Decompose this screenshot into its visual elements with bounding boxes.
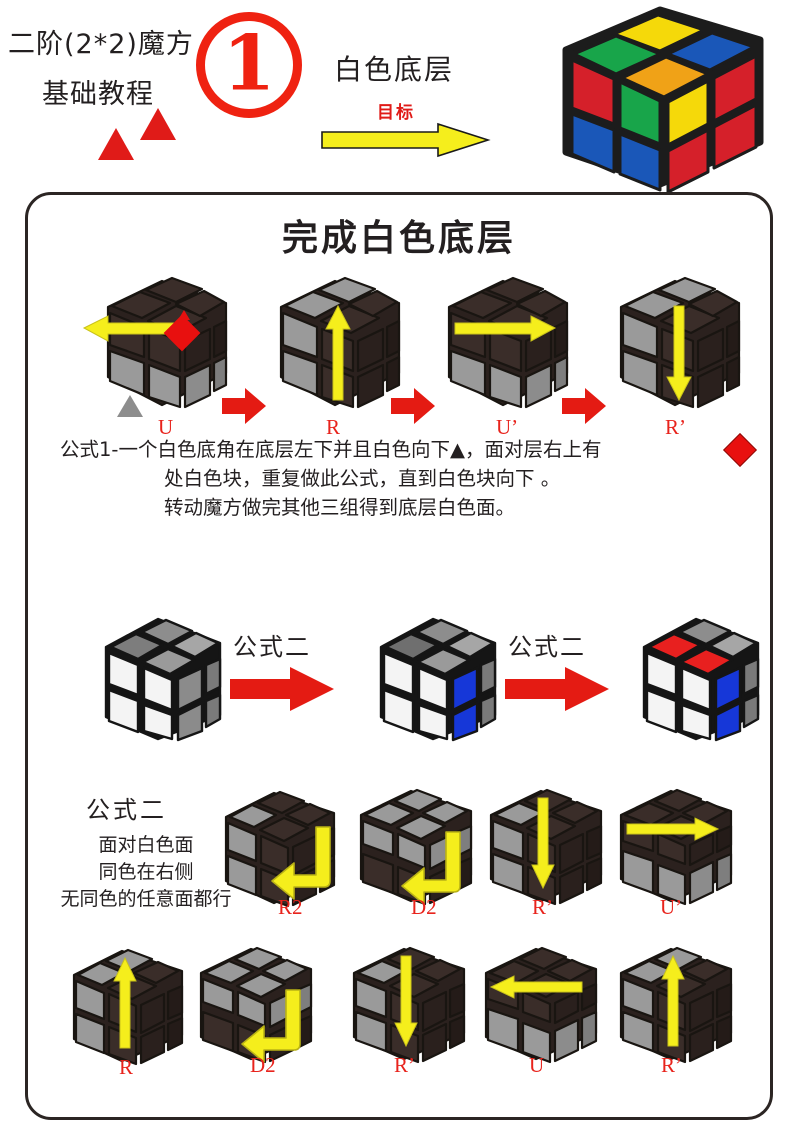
down-arrow-icon (394, 955, 418, 1048)
formula-2-title: 公式二 (86, 796, 167, 824)
formula-2-ref-label-2: 公式二 (508, 633, 586, 661)
up-arrow-icon (325, 304, 351, 401)
yellow-right-arrow-icon (321, 122, 491, 158)
move-label-r-prime-c: R’ (661, 1053, 682, 1077)
tutorial-title-line1: 二阶(2*2)魔方 (8, 29, 194, 60)
formula-2-line3: 无同色的任意面都行 (60, 888, 232, 910)
formula-1-line1: 公式1-一个白色底角在底层左下并且白色向下▲，面对层右上有 (60, 438, 602, 461)
formula-2-line1: 面对白色面 (98, 834, 194, 856)
curved-left-arrow-icon (241, 989, 301, 1063)
step-number-badge: 1 (196, 12, 302, 118)
cube-step-r2 (224, 790, 336, 908)
move-label-r-prime: R’ (665, 415, 686, 439)
move-label-r-b: R (119, 1055, 134, 1079)
up-arrow-icon (113, 956, 137, 1049)
header: 二阶(2*2)魔方 基础教程 1 白色底层 目标 (0, 0, 800, 195)
cube-step-u-prime (447, 276, 569, 409)
gray-triangle-icon (117, 395, 143, 417)
tutorial-title-line2: 基础教程 (42, 79, 154, 110)
cube-white-gray-blue (379, 617, 497, 742)
red-triangle-icon (140, 108, 176, 140)
main-panel: 完成白色底层 U (25, 192, 773, 1120)
move-label-u-b: U (529, 1053, 545, 1077)
move-label-u-prime-a: U’ (660, 895, 683, 919)
red-right-arrow-icon (222, 388, 266, 424)
cube-white-gray (104, 617, 222, 742)
red-right-arrow-icon (391, 388, 435, 424)
cube-step-u-b (484, 946, 598, 1064)
move-label-r: R (326, 415, 341, 439)
goal-title: 白色底层 (334, 53, 455, 86)
red-right-arrow-icon (562, 388, 606, 424)
move-label-d2-b: D2 (250, 1053, 276, 1077)
red-triangle-icon (98, 128, 134, 160)
red-right-arrow-icon (230, 667, 334, 711)
down-arrow-icon (666, 305, 692, 402)
up-arrow-icon (661, 954, 685, 1047)
move-label-u: U (158, 415, 174, 439)
cube-step-u-prime-a (619, 788, 733, 906)
curved-left-arrow-icon (271, 826, 331, 900)
formula-1-line3: 转动魔方做完其他三组得到底层白色面。 (164, 496, 516, 519)
colored-2x2-cube-icon (562, 6, 764, 194)
cube-white-red-blue (642, 617, 760, 742)
right-arrow-icon (626, 817, 720, 841)
step-number-label: 1 (222, 18, 276, 108)
red-triangle-icon (178, 310, 190, 320)
formula-1-text: 公式1-一个白色底角在底层左下并且白色向下▲，面对层右上有 处白色块，重复做此公… (60, 435, 760, 522)
move-label-r2: R2 (278, 895, 303, 919)
right-arrow-icon (454, 315, 557, 342)
move-label-r-prime-b: R’ (394, 1053, 415, 1077)
formula-2-ref-label-1: 公式二 (233, 633, 311, 661)
left-arrow-icon (489, 975, 583, 999)
formula-2-line2: 同色在右侧 (98, 861, 194, 883)
formula-1-line2: 处白色块，重复做此公式，直到白色块向下 。 (164, 467, 561, 490)
move-label-r-prime-a: R’ (532, 895, 553, 919)
move-label-d2-a: D2 (411, 895, 437, 919)
cube-step-u (106, 276, 228, 409)
move-label-u-prime: U’ (496, 415, 519, 439)
red-right-arrow-icon (505, 667, 609, 711)
goal-subtitle: 目标 (377, 103, 415, 123)
down-arrow-icon (531, 797, 555, 890)
curved-left-arrow-icon (401, 831, 461, 905)
panel-title: 完成白色底层 (281, 218, 516, 259)
formula-2-description: 面对白色面 同色在右侧 无同色的任意面都行 (36, 832, 256, 913)
